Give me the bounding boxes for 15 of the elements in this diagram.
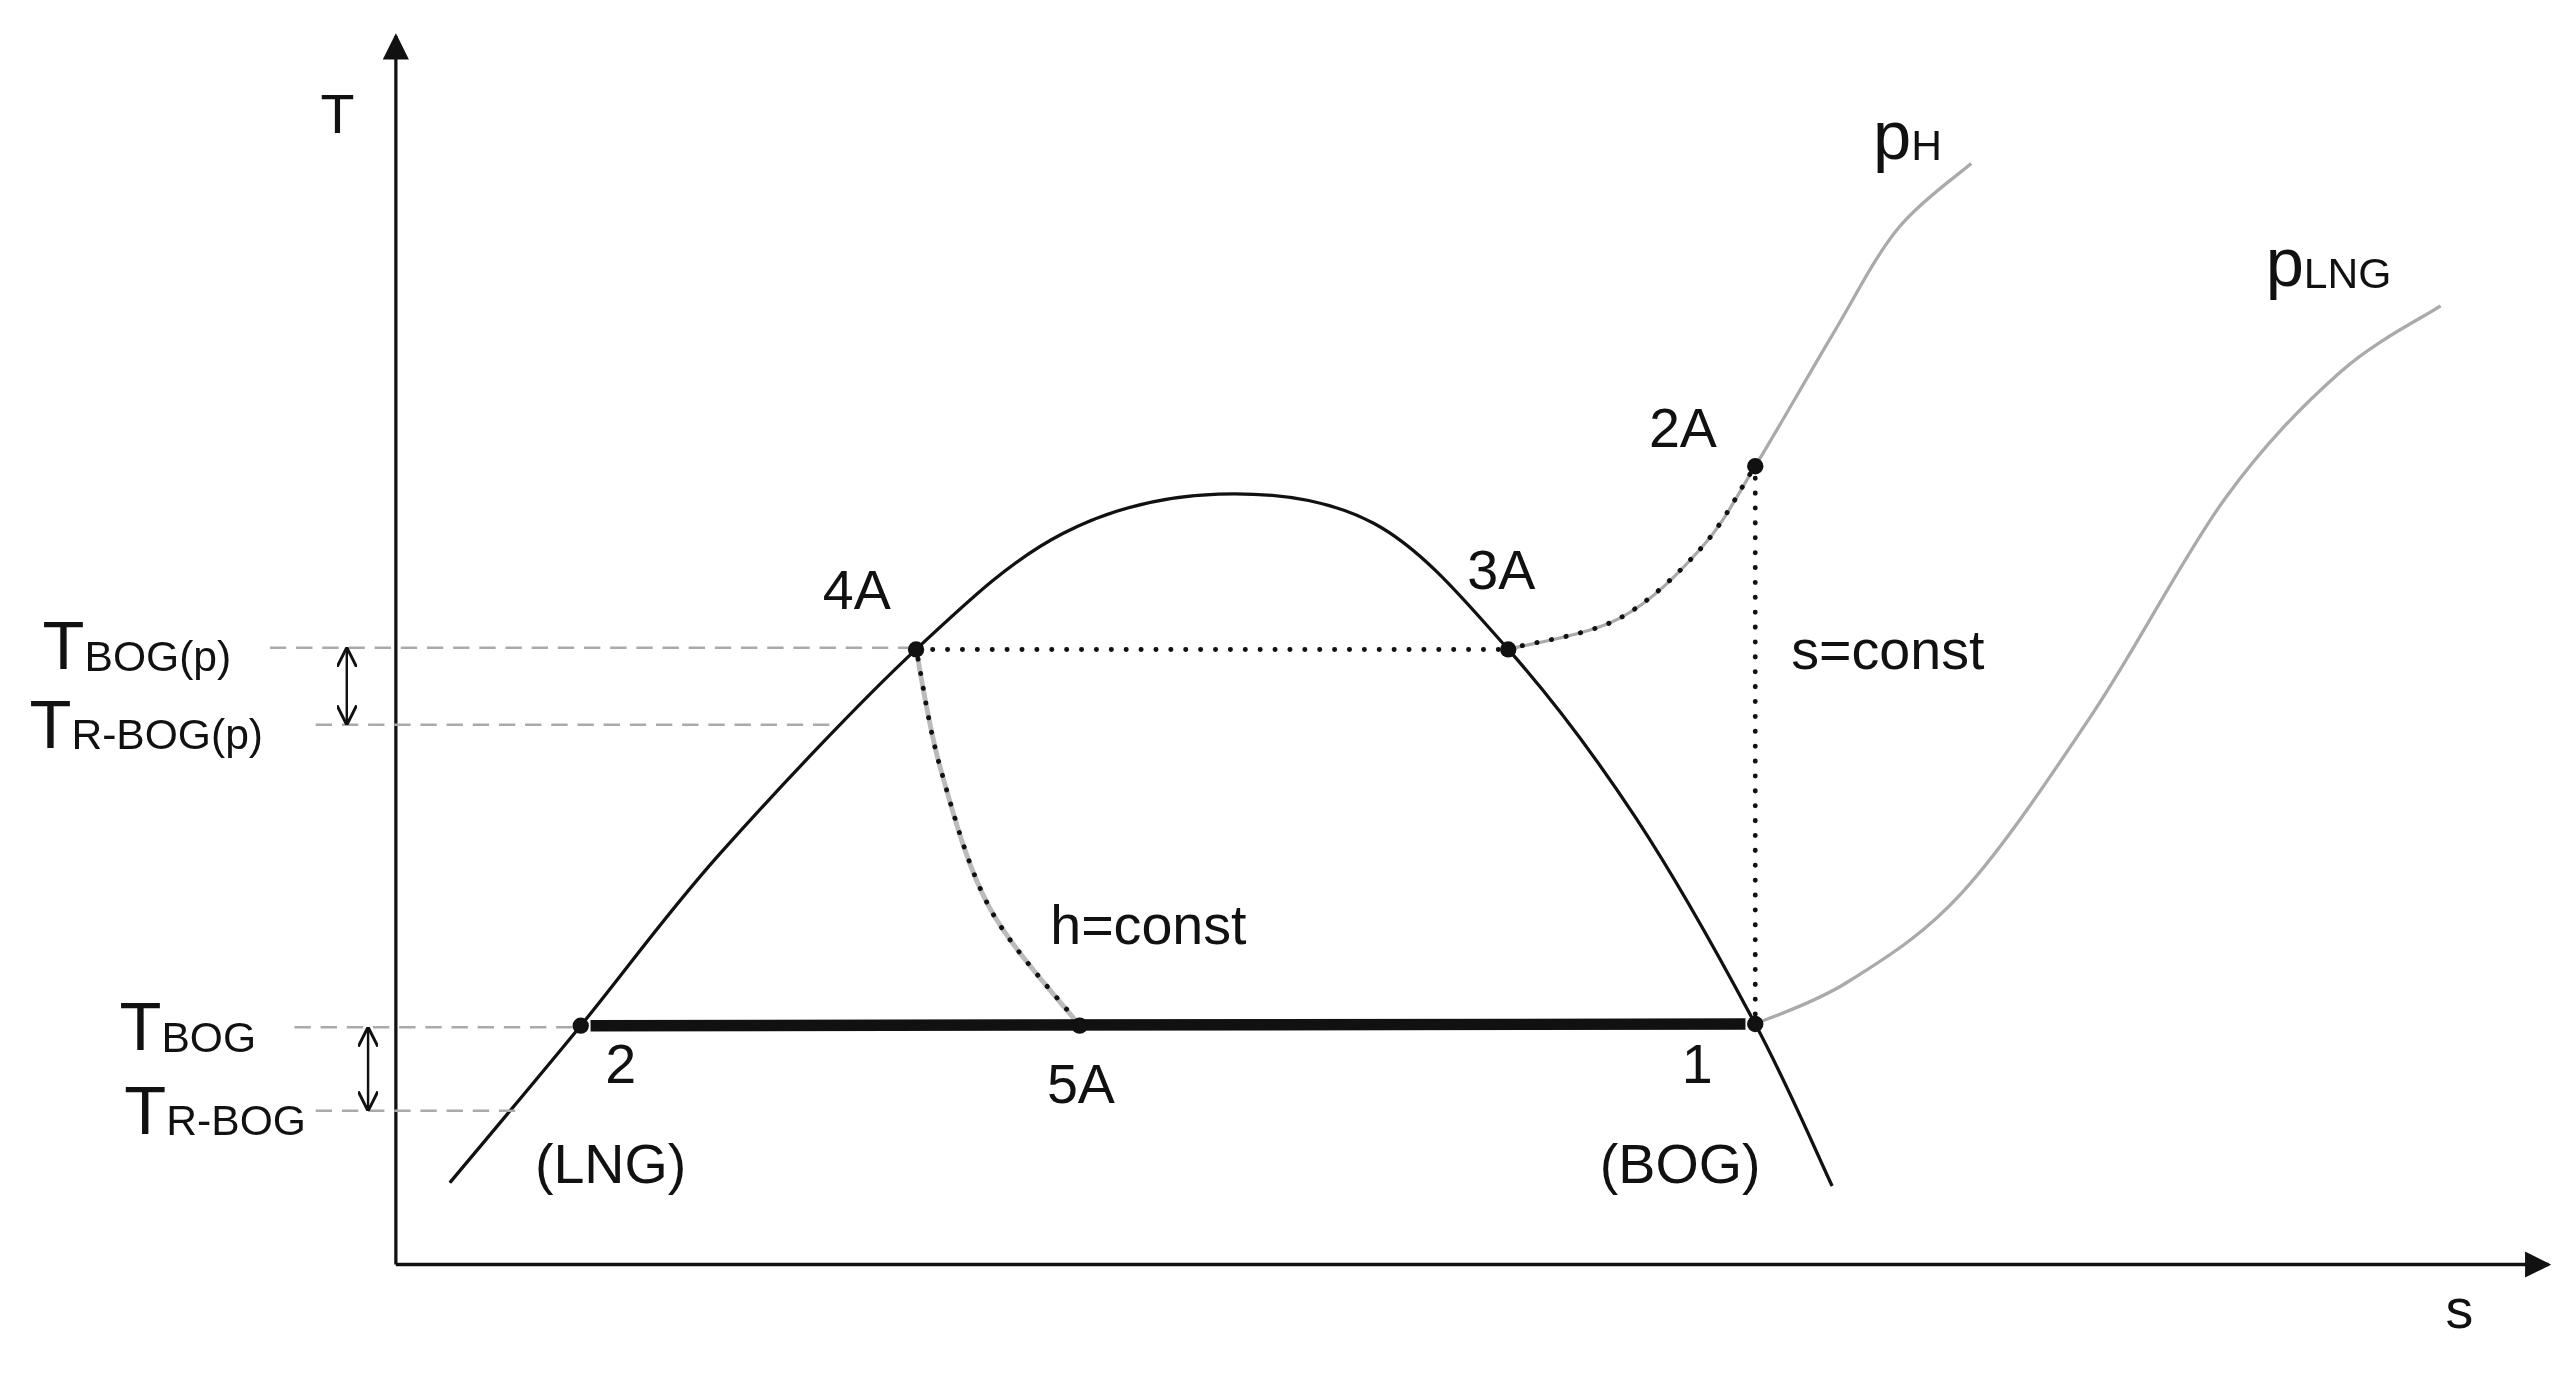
state-point: [1747, 458, 1764, 475]
axis-label: T: [320, 85, 355, 141]
thick-process-line: [590, 1018, 1746, 1032]
state-point: [1747, 1015, 1764, 1033]
point-label: 1: [1681, 1035, 1713, 1092]
state-point: [907, 641, 925, 658]
point-label: 4A: [822, 561, 891, 617]
dotted-process-line: [1752, 473, 1758, 1017]
point-label: 3A: [1467, 541, 1536, 598]
point-label: 5A: [1046, 1055, 1115, 1111]
state-point: [1500, 641, 1517, 658]
point-label: 2: [605, 1035, 637, 1092]
axis-label: s: [2445, 1280, 2474, 1337]
state-point: [572, 1017, 589, 1034]
point-label: 2A: [1648, 399, 1717, 455]
